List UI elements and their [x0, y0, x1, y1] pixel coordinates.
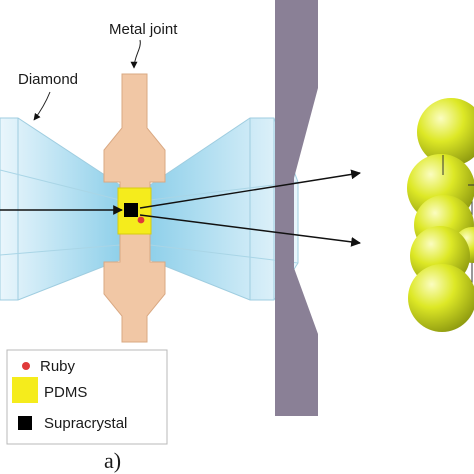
supracrystal-sample	[124, 203, 138, 217]
metal-joint-label: Metal joint	[109, 21, 178, 38]
legend-ruby-marker	[22, 362, 30, 370]
nanoparticle-sphere	[417, 98, 474, 166]
legend: Ruby PDMS Supracrystal	[6, 349, 168, 445]
diamond-label: Diamond	[18, 71, 78, 88]
right-diamond-facet-line	[149, 244, 299, 264]
nanoparticle-sphere	[408, 264, 474, 332]
right-diamond-facet-line	[149, 181, 299, 201]
left-diamond	[0, 117, 121, 301]
legend-supracrystal-marker	[18, 416, 32, 430]
detector-plate	[275, 0, 318, 416]
left-diamond-facet-line	[0, 244, 121, 256]
right-diamond	[149, 117, 299, 301]
scattered-beam-arrow-lower	[139, 214, 361, 247]
scattered-beam-arrow-upper	[139, 169, 361, 209]
ruby-sample	[137, 216, 145, 224]
legend-pdms-marker	[12, 377, 38, 403]
legend-pdms-label: PDMS	[44, 384, 87, 401]
figure-caption: a)	[104, 448, 121, 473]
legend-box	[6, 349, 168, 445]
metal-joint-leader	[130, 39, 141, 69]
legend-supracrystal-label: Supracrystal	[44, 415, 127, 432]
nanoparticle-cluster	[407, 98, 474, 332]
left-diamond-facet-line	[0, 169, 121, 201]
legend-ruby-label: Ruby	[40, 358, 76, 375]
diamond-leader	[33, 91, 51, 121]
